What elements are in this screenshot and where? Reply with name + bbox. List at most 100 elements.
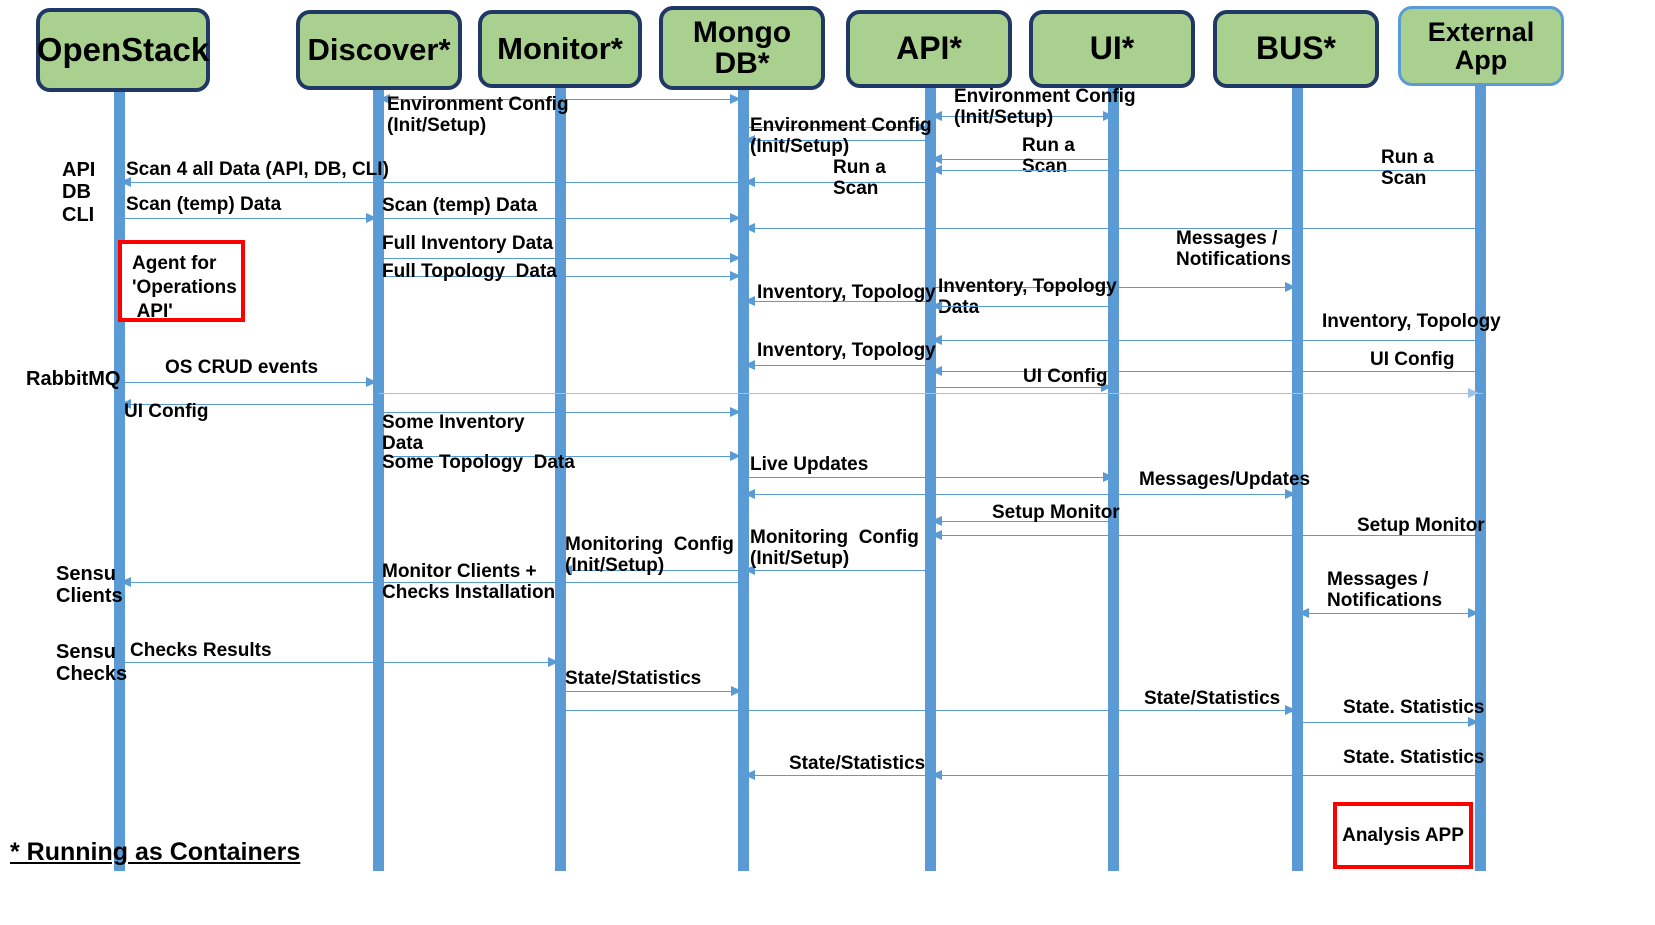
lifeline-monitor <box>555 88 566 871</box>
arrowhead-m24 <box>1103 472 1114 482</box>
message-line-m17 <box>936 371 1483 372</box>
message-label-m05: Run a Scan <box>1381 147 1434 189</box>
message-line-m02 <box>936 116 1113 117</box>
message-label-m13: Inventory, Topology Data <box>938 276 1117 318</box>
side-label-rabbitmq: RabbitMQ <box>26 368 121 390</box>
arrowhead-m06 <box>744 177 755 187</box>
arrowhead-m14 <box>931 301 942 311</box>
message-label-m19: UI Config <box>1023 366 1108 387</box>
lifeline-mongodb <box>738 90 749 871</box>
arrowhead-m21 <box>120 399 131 409</box>
side-label-api-db-cli: API DB CLI <box>62 159 96 226</box>
message-label-m35: State/Statistics <box>1144 688 1281 709</box>
participant-api[interactable]: API* <box>846 10 1012 88</box>
arrowhead-m01 <box>730 94 741 104</box>
participant-mongodb[interactable]: Mongo DB* <box>659 6 825 90</box>
message-label-m06: Run a Scan <box>833 157 886 199</box>
arrowhead-m32-right <box>1468 608 1479 618</box>
arrowhead-m31 <box>120 577 131 587</box>
message-line-m29 <box>749 570 926 571</box>
arrowhead-m27 <box>931 516 942 526</box>
message-label-m31: Monitor Clients + Checks Installation <box>382 561 556 603</box>
arrowhead-m10 <box>730 253 741 263</box>
participant-externalapp[interactable]: External App <box>1398 6 1564 86</box>
lifeline-externalapp <box>1475 86 1486 871</box>
message-line-m09 <box>384 218 738 219</box>
message-label-m02: Environment Config (Init/Setup) <box>954 86 1136 128</box>
message-label-m24: Live Updates <box>750 454 869 475</box>
arrowhead-m02 <box>931 111 942 121</box>
message-label-m29: Monitoring Config (Init/Setup) <box>750 527 919 569</box>
message-label-m04: Run a Scan <box>1022 135 1075 177</box>
message-label-m14: Inventory, Topology <box>757 282 936 303</box>
side-label-sensu-checks: Sensu Checks <box>56 641 128 686</box>
message-label-m17: UI Config <box>1370 349 1455 370</box>
message-line-m22 <box>384 412 738 413</box>
message-label-m03: Environment Config (Init/Setup) <box>750 115 932 157</box>
arrowhead-m16 <box>744 360 755 370</box>
message-label-m30: Monitoring Config (Init/Setup) <box>565 534 734 576</box>
message-label-m22: Some Inventory Data <box>382 412 525 454</box>
message-label-m15: Inventory, Topology <box>1322 311 1501 332</box>
message-label-m07: Scan 4 all Data (API, DB, CLI) <box>126 159 389 180</box>
participant-bus[interactable]: BUS* <box>1213 10 1379 88</box>
arrowhead-m20 <box>1468 388 1479 398</box>
message-label-m16: Inventory, Topology <box>757 340 936 361</box>
message-label-m28: Setup Monitor <box>1357 515 1485 536</box>
message-line-m36 <box>1303 722 1476 723</box>
arrowhead-m03 <box>744 135 755 145</box>
lifeline-bus <box>1292 88 1303 871</box>
message-label-m11: Full Topology Data <box>382 261 557 282</box>
message-label-m18: OS CRUD events <box>165 357 319 378</box>
message-label-m38: State/Statistics <box>789 753 926 774</box>
message-line-m38 <box>749 775 926 776</box>
note-agent-operations-api: Agent for 'Operations API' <box>118 240 245 322</box>
message-line-m37 <box>936 775 1483 776</box>
participant-discover[interactable]: Discover* <box>296 10 462 90</box>
message-line-m03b <box>749 127 926 128</box>
arrowhead-m15 <box>931 335 942 345</box>
message-line-m27 <box>936 521 1113 522</box>
message-line-m20 <box>379 393 1483 394</box>
message-label-m23: Some Topology Data <box>382 452 575 473</box>
lifeline-discover <box>373 88 384 871</box>
arrowhead-m32-left <box>1298 608 1309 618</box>
message-line-m06 <box>749 182 926 183</box>
participant-openstack[interactable]: OpenStack <box>36 8 210 92</box>
message-line-m09b <box>749 228 1479 229</box>
participant-ui[interactable]: UI* <box>1029 10 1195 88</box>
arrowhead-m18 <box>366 377 377 387</box>
arrowhead-m09 <box>730 213 741 223</box>
message-line-m21 <box>125 404 377 405</box>
arrowhead-m22 <box>730 407 741 417</box>
message-line-m07 <box>125 182 741 183</box>
arrowhead-m35 <box>1285 705 1296 715</box>
message-line-m33 <box>125 662 557 663</box>
message-line-m12 <box>936 287 1293 288</box>
arrowhead-m19 <box>1101 382 1112 392</box>
message-line-m15 <box>936 340 1483 341</box>
message-line-m31 <box>125 582 741 583</box>
arrowhead-m29 <box>744 565 755 575</box>
message-line-m24 <box>749 477 1113 478</box>
message-label-m08: Scan (temp) Data <box>126 194 282 215</box>
participant-monitor[interactable]: Monitor* <box>478 10 642 88</box>
message-label-m27: Setup Monitor <box>992 502 1120 523</box>
message-line-m03 <box>749 140 926 141</box>
arrowhead-m02-b <box>1103 111 1114 121</box>
message-line-m01 <box>384 99 739 100</box>
message-line-m05 <box>936 170 1483 171</box>
arrowhead-m08 <box>366 213 377 223</box>
lifeline-api <box>925 88 936 871</box>
message-label-m10: Full Inventory Data <box>382 233 554 254</box>
arrowhead-m05 <box>931 165 942 175</box>
message-label-m37: State. Statistics <box>1343 747 1485 768</box>
message-line-m13 <box>749 301 926 302</box>
arrowhead-m11 <box>730 271 741 281</box>
message-label-m12: Messages / Notifications <box>1176 228 1292 270</box>
arrowhead-m30 <box>561 565 572 575</box>
message-line-m11 <box>384 276 738 277</box>
message-label-m01: Environment Config (Init/Setup) <box>387 94 569 136</box>
message-line-m35 <box>566 710 1293 711</box>
